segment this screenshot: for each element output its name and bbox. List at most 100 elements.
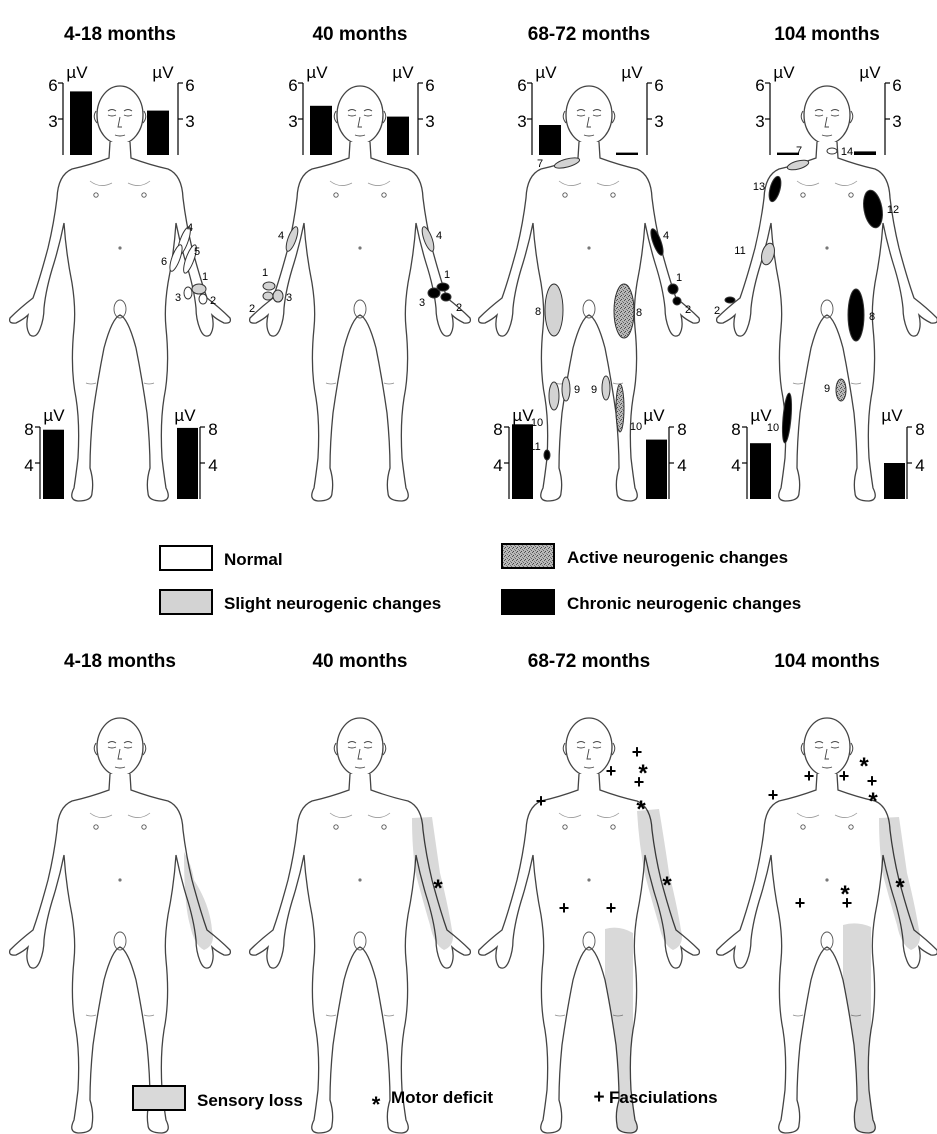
clinical-stage-title: 68-72 months <box>528 651 650 672</box>
lesion-number: 7 <box>796 145 802 157</box>
emg-bar <box>70 91 92 155</box>
lesion-normal <box>198 293 208 305</box>
fasciculation-mark: + <box>559 898 570 918</box>
motor-deficit-mark: * <box>859 753 869 780</box>
lesion-number: 2 <box>210 295 216 307</box>
unit-label: µV <box>881 406 903 425</box>
lesion-active <box>613 283 635 339</box>
lesion-slight <box>561 376 571 402</box>
lesion-slight <box>601 375 611 401</box>
lesion-number: 1 <box>676 272 682 284</box>
unit-label: µV <box>750 406 772 425</box>
lesion-slight <box>262 281 276 291</box>
legend-clinical: Sensory loss*Motor deficit+Fasciulations <box>132 1085 718 1117</box>
tick-label: 4 <box>24 456 33 475</box>
body-figure <box>715 717 937 1134</box>
emg-stage-title: 68-72 months <box>528 24 650 45</box>
tick-label: 4 <box>208 456 217 475</box>
tick-label: 8 <box>677 420 686 439</box>
motor-deficit-mark: * <box>895 874 905 901</box>
lesion-chronic <box>672 296 682 306</box>
lesion-number: 4 <box>436 230 442 242</box>
lesion-number: 6 <box>161 256 167 268</box>
clinical-stage: 40 months * <box>248 651 472 1134</box>
motor-deficit-mark: * <box>868 788 878 815</box>
lesion-number: 4 <box>187 222 193 234</box>
lesion-number: 8 <box>535 306 541 318</box>
emg-bar <box>777 152 799 155</box>
tick-label: 3 <box>288 112 297 131</box>
lesion-number: 14 <box>841 146 853 158</box>
lesion-slight <box>548 381 560 411</box>
tick-label: 8 <box>915 420 924 439</box>
lesion-chronic <box>667 283 679 295</box>
tick-label: 4 <box>493 456 502 475</box>
lesion-slight <box>761 242 775 266</box>
clinical-stage-title: 104 months <box>774 651 880 672</box>
fasciculation-mark: + <box>634 772 645 792</box>
emg-bar <box>177 427 198 499</box>
lesion-normal <box>183 244 197 274</box>
unit-label: µV <box>859 63 881 82</box>
tick-label: 8 <box>24 420 33 439</box>
lesion-slight <box>421 226 435 252</box>
tick-label: 3 <box>654 112 663 131</box>
lesion-slight <box>786 159 810 171</box>
clinical-stage-title: 4-18 months <box>64 651 176 672</box>
lesion-number: 10 <box>630 421 642 433</box>
tick-label: 6 <box>288 76 297 95</box>
lesion-number: 7 <box>537 158 543 170</box>
legend-fasc-symbol: + <box>593 1087 604 1108</box>
tick-label: 3 <box>425 112 434 131</box>
emg-bar <box>310 105 332 155</box>
unit-label: µV <box>643 406 665 425</box>
emg-bar <box>646 439 667 499</box>
lesion-chronic <box>768 175 782 203</box>
legend-motor-symbol: * <box>372 1092 381 1117</box>
legend-sensory-label: Sensory loss <box>197 1091 303 1110</box>
tick-label: 4 <box>677 456 686 475</box>
tick-label: 4 <box>731 456 740 475</box>
unit-label: µV <box>43 406 65 425</box>
motor-deficit-mark: * <box>638 760 648 787</box>
fasciculation-mark: + <box>606 761 617 781</box>
clinical-stage: 104 months*+++*+**++ <box>715 651 937 1134</box>
legend-active-label: Active neurogenic changes <box>567 548 788 567</box>
fasciculation-mark: + <box>795 893 806 913</box>
clinical-stage-title: 40 months <box>312 651 407 672</box>
lesion-number: 1 <box>262 267 268 279</box>
fasciculation-mark: + <box>632 742 643 762</box>
legend-chronic-label: Chronic neurogenic changes <box>567 594 801 613</box>
tick-label: 3 <box>892 112 901 131</box>
lesion-chronic <box>440 292 452 302</box>
tick-label: 3 <box>755 112 764 131</box>
lesion-number: 9 <box>591 384 597 396</box>
lesion-number: 3 <box>419 297 425 309</box>
lesion-chronic <box>427 287 441 299</box>
lesion-number: 11 <box>529 441 540 453</box>
emg-stage-title: 40 months <box>312 24 407 45</box>
body-figure <box>715 85 937 502</box>
tick-label: 6 <box>892 76 901 95</box>
lesion-number: 3 <box>286 292 292 304</box>
motor-deficit-mark: * <box>636 796 646 823</box>
lesion-active <box>835 378 847 402</box>
emg-bar <box>854 151 876 155</box>
fasciculation-mark: + <box>606 898 617 918</box>
emg-bar <box>750 443 771 499</box>
lesion-slight <box>285 226 299 252</box>
body-figure <box>8 717 232 1134</box>
fasciculation-mark: + <box>804 766 815 786</box>
lesion-number: 13 <box>753 181 765 193</box>
lesion-chronic <box>436 282 450 292</box>
lesion-normal <box>826 147 838 155</box>
tick-label: 3 <box>48 112 57 131</box>
body-figure <box>477 85 701 502</box>
